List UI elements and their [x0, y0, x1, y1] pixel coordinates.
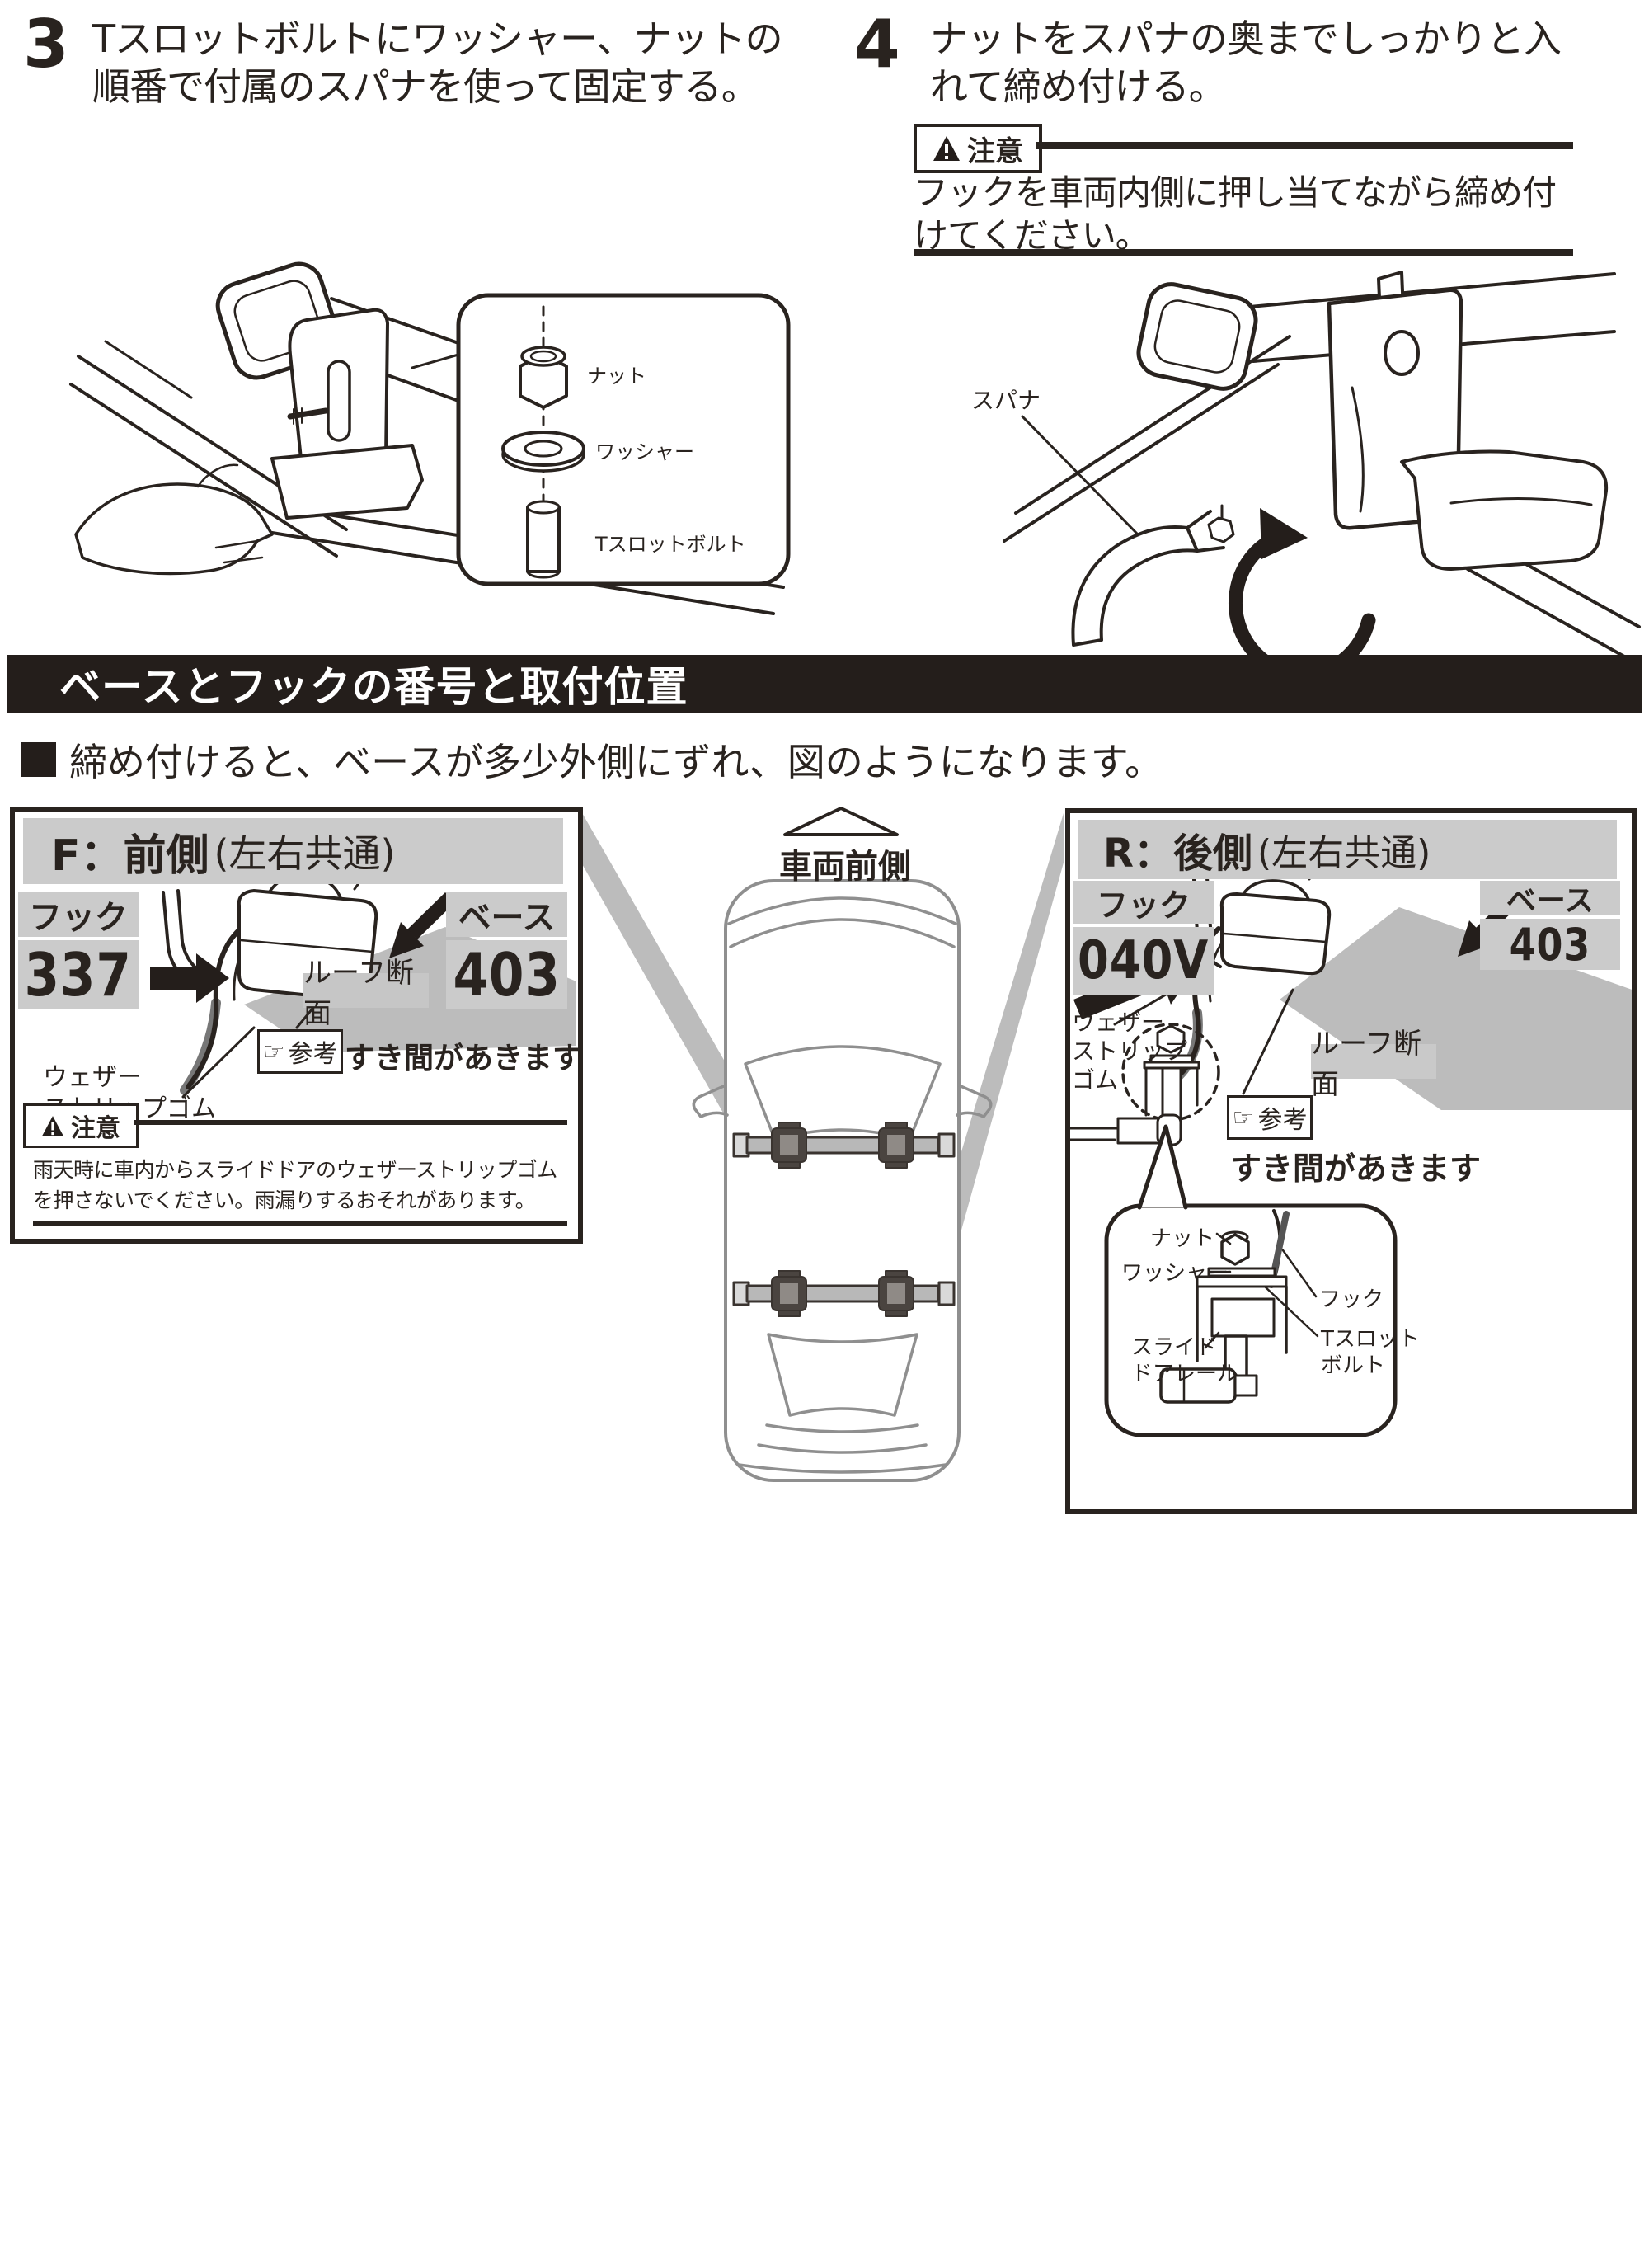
step3-illustration: [69, 261, 791, 615]
section-header-title: ベースとフックの番号と取付位置: [59, 663, 688, 711]
step4-caution-box: 注意: [914, 124, 1042, 173]
step-3-line-1: Tスロットボルトにワッシャー、ナットの: [92, 16, 783, 61]
front-base-label: ベース: [446, 892, 567, 937]
pointing-hand-icon: ☞: [1232, 1103, 1255, 1132]
section-header-bar: ベースとフックの番号と取付位置: [7, 655, 1642, 713]
warning-icon: [933, 136, 960, 161]
front-base-number: 403: [446, 940, 567, 1009]
car-top-view: [692, 807, 993, 1482]
front-caution-text: 雨天時に車内からスライドドアのウェザーストリップゴム を押さないでください。雨漏…: [33, 1155, 557, 1216]
front-panel: [10, 807, 583, 1244]
detail-slide-rail-label: スライド ドアレール: [1131, 1334, 1238, 1387]
front-caution-rule-bottom: [33, 1221, 567, 1226]
detail-slide-rail-line-2: ドアレール: [1131, 1362, 1239, 1386]
rear-base-label: ベース: [1480, 881, 1620, 918]
front-caution-line-1: 雨天時に車内からスライドドアのウェザーストリップゴム: [33, 1158, 557, 1182]
front-caution-line-2: を押さないでください。雨漏りするおそれがあります。: [33, 1188, 536, 1212]
lead-text: 締め付けると、ベースが多少外側にずれ、図のようになります。: [69, 740, 1163, 784]
detail-tslot-label: Tスロット ボルト: [1321, 1326, 1420, 1379]
rear-hook-label: フック: [1073, 881, 1214, 924]
step4-caution-title: 注意: [967, 134, 1023, 168]
detail-tslot-line-1: Tスロット: [1321, 1327, 1420, 1352]
warning-icon: [41, 1115, 64, 1136]
step4-caution-text: フックを車両内側に押し当てながら締め付 けてください。: [914, 172, 1557, 257]
step4-illustration: [1003, 271, 1641, 681]
step4-caution-line-2: けてください。: [914, 215, 1150, 256]
front-panel-header: F：前側 (左右共通): [23, 818, 563, 884]
spanner-label: スパナ: [971, 387, 1041, 414]
front-hook-label: フック: [18, 892, 139, 937]
rear-gap-note: すき間があきます: [1230, 1150, 1482, 1187]
step-3-text: Tスロットボルトにワッシャー、ナットの 順番で付属のスパナを使って固定する。: [92, 15, 783, 111]
rear-weather-strip-line-1: ウェザー: [1072, 1009, 1165, 1036]
detail-tslot-line-2: ボルト: [1321, 1353, 1386, 1378]
front-panel-subtitle: (左右共通): [214, 831, 396, 876]
front-hook-number: 337: [18, 940, 139, 1009]
crossbars: [732, 1122, 956, 1317]
vehicle-front-label: 車両前側: [779, 848, 911, 886]
rear-panel-title: R：後側: [1103, 831, 1252, 877]
front-reference-label: 参考: [288, 1040, 338, 1069]
washer-label: ワッシャー: [595, 440, 694, 463]
rear-reference-label: 参考: [1257, 1106, 1308, 1135]
detail-washer-label: ワッシャー: [1121, 1261, 1229, 1286]
detail-nut-label: ナット: [1150, 1226, 1215, 1251]
lead-line: 締め付けると、ベースが多少外側にずれ、図のようになります。: [21, 732, 1163, 787]
rear-panel-header: R：後側 (左右共通): [1078, 820, 1617, 879]
step-4-number: 4: [854, 6, 900, 82]
step-4-line-2: れて締め付ける。: [930, 64, 1227, 109]
front-caution-title: 注意: [71, 1114, 120, 1143]
caution-rule-bottom: [914, 249, 1573, 256]
step-4-text: ナットをスパナの奥までしっかりと入 れて締め付ける。: [930, 15, 1562, 111]
rear-reference-box: ☞ 参考: [1227, 1095, 1313, 1140]
rear-panel: [1065, 808, 1637, 1514]
front-gap-note: すき間があきます: [345, 1042, 583, 1075]
front-crossbar: [732, 1122, 956, 1169]
rear-hook-number-value: 040V: [1078, 930, 1210, 991]
step4-caution-line-1: フックを車両内側に押し当てながら締め付: [914, 172, 1557, 213]
rear-base-number-value: 403: [1509, 918, 1591, 971]
step-4-line-1: ナットをスパナの奥までしっかりと入: [930, 16, 1562, 61]
front-panel-title: F：前側: [51, 831, 209, 881]
step-3-number: 3: [23, 6, 69, 82]
rear-roof-section-label: ルーフ断面: [1311, 1028, 1436, 1101]
rear-hook-number: 040V: [1073, 927, 1214, 995]
rear-panel-subtitle: (左右共通): [1257, 832, 1431, 874]
rear-weather-strip-line-3: ゴム: [1072, 1066, 1119, 1094]
front-roof-section-label: ルーフ断面: [303, 957, 429, 1030]
rear-base-number: 403: [1480, 918, 1620, 971]
front-caution-box: 注意: [23, 1103, 139, 1148]
band-front: [581, 812, 769, 1158]
nut-label: ナット: [587, 365, 646, 388]
detail-slide-rail-line-1: スライド: [1131, 1335, 1218, 1360]
detail-hook-label: フック: [1319, 1287, 1384, 1312]
caution-rule-top: [1036, 142, 1573, 149]
front-reference-box: ☞ 参考: [257, 1029, 343, 1074]
front-weather-strip-line-1: ウェザー: [43, 1063, 142, 1092]
front-caution-rule-top: [134, 1120, 567, 1125]
tslot-bolt-label: Tスロットボルト: [595, 533, 746, 556]
step-3-line-2: 順番で付属のスパナを使って固定する。: [92, 64, 759, 109]
rear-crossbar: [732, 1270, 956, 1317]
pointing-hand-icon: ☞: [262, 1037, 285, 1066]
front-hook-number-value: 337: [24, 940, 133, 1009]
rear-weather-strip-label: ウェザー ストリップ ゴム: [1072, 1008, 1187, 1094]
rear-weather-strip-line-2: ストリップ: [1072, 1038, 1188, 1065]
bullet-square: [21, 742, 56, 777]
front-base-number-value: 403: [453, 940, 561, 1009]
